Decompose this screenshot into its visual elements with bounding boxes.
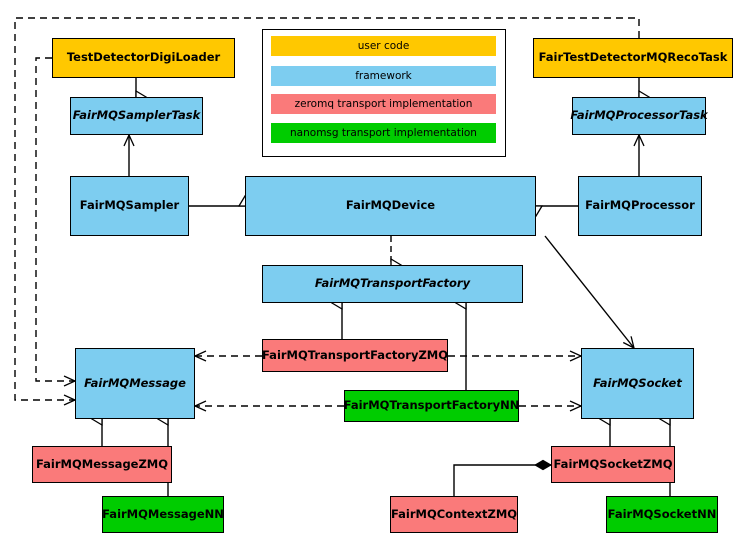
legend-label-user-code: user code — [357, 40, 410, 52]
class-node-label: FairMQSocket — [593, 375, 682, 390]
edge-device-socket — [544, 235, 634, 348]
class-node-label: FairMQSampler — [79, 198, 180, 213]
class-node-fairmqsocket[interactable]: FairMQSocket — [581, 348, 694, 419]
class-node-label: FairTestDetectorMQRecoTask — [538, 50, 728, 65]
legend-label-nanomsg: nanomsg transport implementation — [290, 127, 477, 139]
class-node-label: FairMQMessageZMQ — [35, 456, 169, 471]
legend-label-framework: framework — [355, 70, 412, 82]
legend-item-zeromq: zeromq transport implementation — [271, 94, 496, 114]
class-node-fairmqtransportfactoryzmq[interactable]: FairMQTransportFactoryZMQ — [262, 339, 448, 372]
legend-swatch-zeromq — [271, 94, 496, 114]
legend-swatch-user-code — [271, 36, 496, 56]
legend-item-user-code: user code — [271, 36, 496, 56]
class-node-fairmqcontextzmq[interactable]: FairMQContextZMQ — [390, 496, 518, 533]
class-node-fairmqprocessor[interactable]: FairMQProcessor — [578, 176, 702, 236]
class-node-fairmqtransportfactorynn[interactable]: FairMQTransportFactoryNN — [344, 390, 519, 422]
edge-recotask-message — [14, 17, 640, 400]
legend-label-zeromq: zeromq transport implementation — [294, 98, 473, 110]
class-node-label: FairMQProcessor — [585, 198, 695, 213]
class-node-fairmqsamplertask[interactable]: FairMQSamplerTask — [70, 97, 203, 135]
legend-item-nanomsg: nanomsg transport implementation — [271, 123, 496, 143]
class-node-testdetectordigiloader[interactable]: TestDetectorDigiLoader — [52, 38, 235, 78]
class-node-fairmqtransportfactory[interactable]: FairMQTransportFactory — [262, 265, 523, 303]
class-node-label: TestDetectorDigiLoader — [66, 50, 221, 65]
class-node-label: FairMQMessage — [84, 375, 186, 390]
class-node-fairmqsampler[interactable]: FairMQSampler — [70, 176, 189, 236]
class-node-label: FairMQTransportFactoryNN — [343, 398, 520, 413]
class-node-label: FairMQProcessorTask — [570, 108, 708, 123]
class-node-label: FairMQTransportFactoryZMQ — [262, 347, 449, 362]
class-node-fairmqprocessortask[interactable]: FairMQProcessorTask — [570, 97, 708, 135]
class-node-fairmqmessagenn[interactable]: FairMQMessageNN — [102, 496, 224, 533]
class-node-label: FairMQSocketZMQ — [553, 456, 673, 471]
class-node-label: FairMQTransportFactory — [314, 276, 471, 291]
class-node-fairmqmessagezmq[interactable]: FairMQMessageZMQ — [32, 446, 172, 483]
class-node-fairmqmessage[interactable]: FairMQMessage — [75, 348, 195, 419]
class-node-label: FairMQMessageNN — [102, 506, 224, 521]
class-node-fairmqsocketnn[interactable]: FairMQSocketNN — [606, 496, 718, 533]
class-node-fairtestdetectormqrecotask[interactable]: FairTestDetectorMQRecoTask — [533, 38, 733, 78]
class-node-label: FairMQContextZMQ — [390, 506, 518, 521]
class-node-label: FairMQSamplerTask — [72, 108, 201, 123]
class-node-label: FairMQSocketNN — [607, 506, 717, 521]
edge-contextzmq-socketzmq — [453, 459, 552, 496]
class-node-fairmqdevice[interactable]: FairMQDevice — [245, 176, 536, 236]
legend-swatch-nanomsg — [271, 123, 496, 143]
legend-swatch-framework — [271, 66, 496, 86]
class-node-fairmqsocketzmq[interactable]: FairMQSocketZMQ — [551, 446, 675, 483]
class-node-label: FairMQDevice — [345, 198, 436, 213]
legend-item-framework: framework — [271, 66, 496, 86]
